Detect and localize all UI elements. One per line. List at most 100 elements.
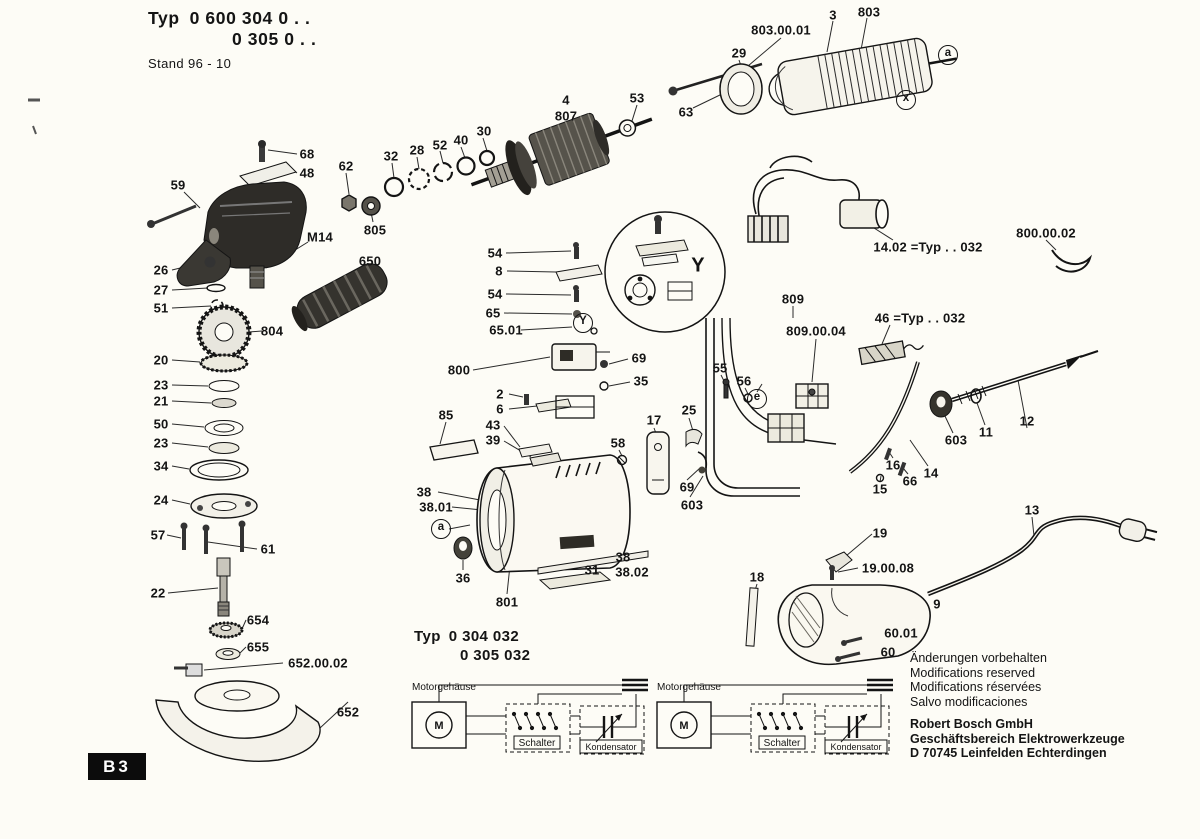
part-label-36: 36 [455,570,471,586]
part-label-54: 54 [487,286,503,302]
part-label-32: 32 [383,148,399,164]
part-label-803.00.01: 803.00.01 [751,22,811,38]
brush-harness [747,155,889,243]
wiring1-motor-symbol: M [434,720,443,732]
part-label-16: 16 [885,457,901,473]
model-number-line2: 0 305 0 . . [232,29,317,49]
variant-value1: 0 304 032 [448,628,520,645]
wiring1-capacitor-label: Kondensator [585,742,636,752]
part-label-9: 9 [933,596,941,612]
part-label-13: 13 [1024,502,1040,518]
side-handle-grip [291,263,388,332]
part-label-809: 809 [781,291,805,307]
part-label-17: 17 [646,412,662,428]
cable-clip [1051,249,1093,273]
part-label-59: 59 [170,177,186,193]
stator [668,37,957,116]
spindle-parts-stack [180,256,258,660]
footer-note: Salvo modificaciones [910,694,1028,709]
part-label-46-Typ-.-.-032: 46 =Typ . . 032 [874,310,966,326]
part-label-24: 24 [153,492,169,508]
part-label-65: 65 [485,305,501,321]
part-label-805: 805 [363,222,387,238]
part-label-52: 52 [432,137,448,153]
armature [470,112,653,196]
part-label-19: 19 [872,525,888,541]
part-label-655: 655 [246,639,270,655]
part-label-650: 650 [358,253,382,269]
part-label-51: 51 [153,300,169,316]
detail-circle-y [604,211,726,333]
part-label-25: 25 [681,402,697,418]
part-label-63: 63 [678,104,694,120]
company-address: D 70745 Leinfelden Echterdingen [910,746,1107,760]
part-label-40: 40 [453,132,469,148]
revision-date: Stand 96 - 10 [148,56,232,71]
part-label-14.02-Typ-.-.-032: 14.02 =Typ . . 032 [873,239,983,255]
circled-ref-e: e [747,389,767,409]
wiring1-housing-label: Motorgehäuse [412,682,476,693]
part-label-21: 21 [153,393,169,409]
circled-ref-x: x [896,90,916,110]
power-cord [927,515,1158,597]
company-name: Robert Bosch GmbH [910,717,1033,731]
part-label-804: 804 [260,323,284,339]
handle-rod [848,361,920,474]
part-label-6: 6 [496,401,504,417]
part-label-53: 53 [629,90,645,106]
washer-row [341,149,496,216]
carbon-brush [858,340,924,366]
part-label-65.01: 65.01 [489,322,523,338]
part-label-55: 55 [712,360,728,376]
part-label-801: 801 [495,594,519,610]
part-label-652.00.02: 652.00.02 [288,655,348,671]
part-label-23: 23 [153,377,169,393]
part-label-61: 61 [260,541,276,557]
part-label-M14: M14 [307,229,333,245]
part-label-66: 66 [902,473,918,489]
circled-ref-Y: Y [573,313,593,333]
part-label-26: 26 [153,262,169,278]
part-label-807: 807 [554,108,578,124]
cover-plates [429,439,562,467]
footer-note: Modifications réservées [910,680,1042,694]
part-label-57: 57 [150,527,166,543]
part-label-34: 34 [153,458,169,474]
footer-note: Modifications reserved [910,665,1036,680]
power-plug [1118,518,1158,543]
part-label-50: 50 [153,416,169,432]
circled-ref-a: a [938,45,958,65]
wiring2-capacitor-label: Kondensator [830,742,881,752]
legal-footer: Änderungen vorbehalten Modifications res… [910,651,1125,761]
part-label-85: 85 [438,407,454,423]
part-label-56: 56 [736,373,752,389]
wiring1-switch-label: Schalter [519,738,556,749]
part-label-60: 60 [880,644,896,660]
part-label-62: 62 [338,158,354,174]
part-label-60.01: 60.01 [884,625,918,641]
part-label-22: 22 [150,585,166,601]
threaded-spindle [875,350,1099,483]
part-label-4: 4 [562,92,570,108]
typ-prefix: Typ [148,8,180,28]
part-label-603: 603 [680,497,704,513]
part-label-35: 35 [633,373,649,389]
company-block: Robert Bosch GmbH Geschäftsbereich Elekt… [910,717,1125,761]
part-label-31: 31 [584,562,600,578]
wheel-guard [155,663,321,762]
part-label-803: 803 [857,4,881,20]
part-label-15: 15 [872,481,888,497]
part-label-12: 12 [1019,413,1035,429]
part-label-38: 38 [416,484,432,500]
part-label-800: 800 [447,362,471,378]
part-label-58: 58 [610,435,626,451]
part-label-809.00.04: 809.00.04 [786,323,846,339]
part-label-11: 11 [978,424,994,440]
footer-note: Änderungen vorbehalten [910,651,1047,665]
side-plate [616,428,703,495]
cable-harness [705,317,837,497]
